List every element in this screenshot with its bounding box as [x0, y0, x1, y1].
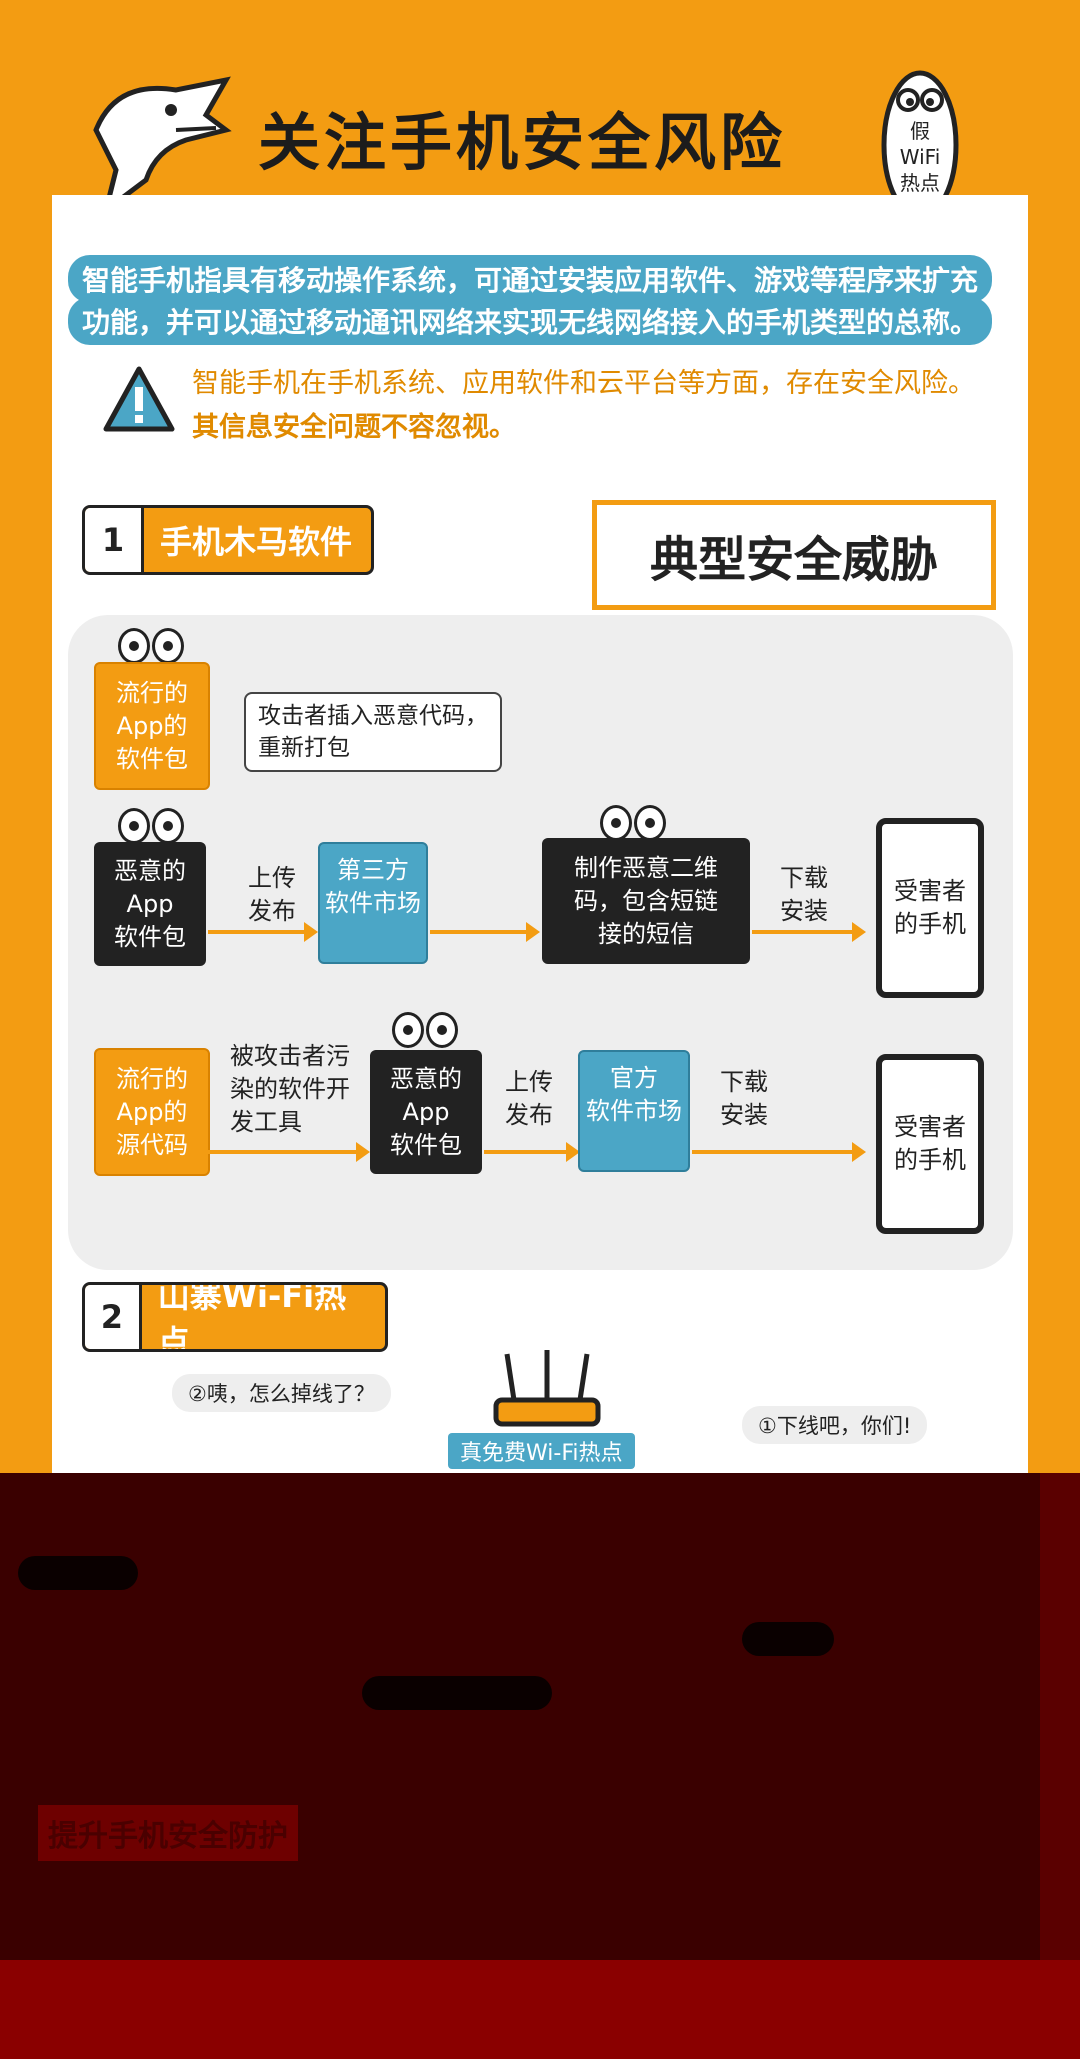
malicious-app-package: 恶意的 App 软件包 [94, 842, 206, 966]
warning-text: 智能手机在手机系统、应用软件和云平台等方面，存在安全风险。 其信息安全问题不容忽… [192, 362, 975, 450]
upload-label: 上传 发布 [248, 864, 296, 925]
obscured-pill [362, 1676, 552, 1710]
fake-wifi-mascot [870, 60, 970, 230]
angry-eyes-icon [600, 805, 666, 841]
obscured-section-label: 提升手机安全防护 [38, 1805, 298, 1861]
dragon-mascot [76, 70, 236, 220]
polluted-sdk-label: 被攻击者污 染的软件开 发工具 [230, 1042, 350, 1136]
section-2-label: 山寨Wi-Fi热点 [157, 1282, 347, 1352]
malicious-qr-code: 制作恶意二维 码，包含短链 接的短信 [542, 838, 750, 964]
upload-label-2: 上传 发布 [505, 1068, 553, 1129]
section-1-header: 1 手机木马软件 [82, 505, 374, 575]
victim-phone-2: 受害者 的手机 [876, 1054, 984, 1234]
eyes-icon [118, 628, 184, 664]
obscured-pill [742, 1622, 834, 1656]
page-title: 关注手机安全风险 [258, 106, 787, 179]
download-label-2: 下载 安装 [720, 1068, 768, 1129]
arrow [430, 922, 540, 942]
download-label: 下载 安装 [780, 864, 828, 925]
arrow [692, 1142, 866, 1162]
victim-phone: 受害者 的手机 [876, 818, 984, 998]
obscured-region-edge [1040, 1473, 1080, 1963]
arrow [752, 922, 866, 942]
arrow [208, 1142, 370, 1162]
real-wifi-label: 真免费Wi-Fi热点 [448, 1433, 635, 1469]
intro-line-2: 功能，并可以通过移动通讯网络来实现无线网络接入的手机类型的总称。 [68, 297, 993, 345]
arrow [484, 1142, 580, 1162]
section-1-label: 手机木马软件 [160, 523, 353, 561]
obscured-footer [0, 1960, 1080, 2059]
warning-icon [102, 365, 176, 433]
angry-eyes-icon [392, 1012, 458, 1048]
intro-line-1: 智能手机指具有移动操作系统，可通过安装应用软件、游戏等程序来扩充 [68, 255, 993, 303]
router-icon [492, 1350, 602, 1430]
popular-app-package: 流行的 App的 软件包 [94, 662, 210, 790]
disconnect-question: ②咦，怎么掉线了？ [172, 1374, 391, 1412]
mascot-sign: 假 WiFi 热点 [899, 119, 941, 195]
obscured-pill [18, 1556, 138, 1590]
attacker-shout: ①下线吧，你们! [742, 1406, 928, 1444]
angry-eyes-icon [118, 808, 184, 844]
section-2-header: 2 山寨Wi-Fi热点 [82, 1282, 388, 1352]
official-market: 官方 软件市场 [578, 1050, 690, 1172]
section-1-number: 1 [85, 508, 144, 572]
attacker-bubble: 攻击者插入恶意代码， 重新打包 [244, 692, 502, 772]
popular-app-source: 流行的 App的 源代码 [94, 1048, 210, 1176]
section-2-number: 2 [85, 1285, 142, 1349]
malicious-app-package-2: 恶意的 App 软件包 [370, 1050, 482, 1174]
warning-line-2: 其信息安全问题不容忽视。 [192, 412, 516, 443]
arrow [208, 922, 318, 942]
third-party-market: 第三方 软件市场 [318, 842, 428, 964]
warning-line-1: 智能手机在手机系统、应用软件和云平台等方面，存在安全风险。 [192, 368, 975, 399]
typical-threats-title: 典型安全威胁 [592, 500, 996, 610]
